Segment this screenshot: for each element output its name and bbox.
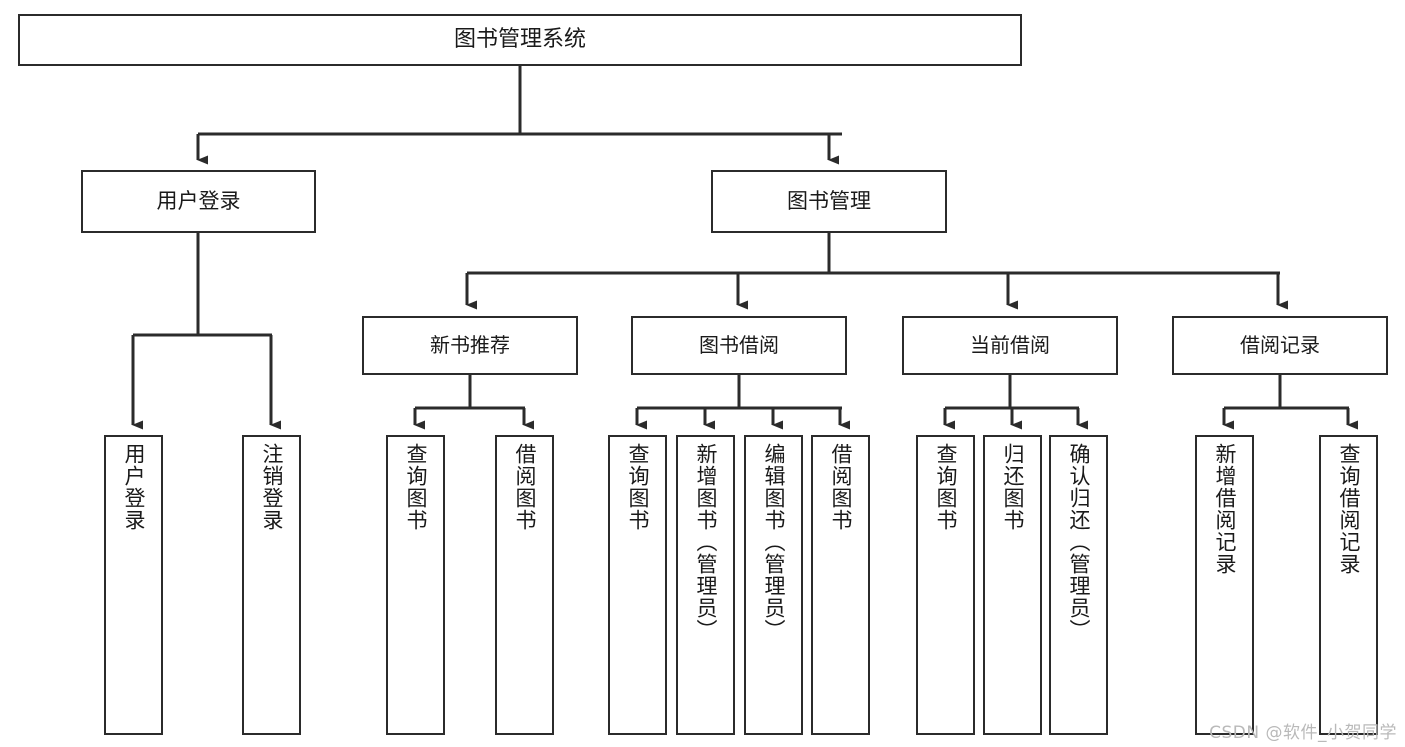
- node-leaf-logout[interactable]: 注销登录: [242, 435, 301, 735]
- node-leaf-borrow-book-label: 借阅图书: [829, 443, 853, 531]
- node-leaf-edit-book[interactable]: 编辑图书（管理员）: [744, 435, 803, 735]
- node-leaf-user-login[interactable]: 用户登录: [104, 435, 163, 735]
- node-book-manage-label: 图书管理: [787, 188, 871, 213]
- node-new-book-recommend[interactable]: 新书推荐: [362, 316, 578, 375]
- node-borrow-record[interactable]: 借阅记录: [1172, 316, 1388, 375]
- node-leaf-logout-label: 注销登录: [260, 443, 284, 531]
- node-current-borrow-label: 当前借阅: [970, 333, 1050, 358]
- node-leaf-borrow-book-recommend[interactable]: 借阅图书: [495, 435, 554, 735]
- node-leaf-add-book-label: 新增图书（管理员）: [694, 443, 718, 641]
- node-book-manage[interactable]: 图书管理: [711, 170, 947, 233]
- node-leaf-user-login-label: 用户登录: [122, 443, 146, 531]
- node-leaf-return-book-label: 归还图书: [1001, 443, 1025, 531]
- node-leaf-query-book-recommend[interactable]: 查询图书: [386, 435, 445, 735]
- node-borrow-record-label: 借阅记录: [1240, 333, 1320, 358]
- node-new-book-recommend-label: 新书推荐: [430, 333, 510, 358]
- node-leaf-query-borrow-record[interactable]: 查询借阅记录: [1319, 435, 1378, 735]
- node-leaf-borrow-book[interactable]: 借阅图书: [811, 435, 870, 735]
- node-root-system[interactable]: 图书管理系统: [18, 14, 1022, 66]
- node-user-login[interactable]: 用户登录: [81, 170, 316, 233]
- node-leaf-query-book-borrow-label: 查询图书: [626, 443, 650, 531]
- node-leaf-add-borrow-record-label: 新增借阅记录: [1213, 443, 1237, 575]
- node-leaf-add-book[interactable]: 新增图书（管理员）: [676, 435, 735, 735]
- node-book-borrow-label: 图书借阅: [699, 333, 779, 358]
- node-current-borrow[interactable]: 当前借阅: [902, 316, 1118, 375]
- node-root-system-label: 图书管理系统: [453, 26, 586, 52]
- node-book-borrow[interactable]: 图书借阅: [631, 316, 847, 375]
- node-leaf-return-book[interactable]: 归还图书: [983, 435, 1042, 735]
- node-leaf-add-borrow-record[interactable]: 新增借阅记录: [1195, 435, 1254, 735]
- node-leaf-confirm-return[interactable]: 确认归还（管理员）: [1049, 435, 1108, 735]
- node-leaf-query-book-recommend-label: 查询图书: [404, 443, 428, 531]
- node-leaf-query-book-current-label: 查询图书: [934, 443, 958, 531]
- node-leaf-edit-book-label: 编辑图书（管理员）: [762, 443, 786, 641]
- node-user-login-label: 用户登录: [156, 188, 241, 213]
- node-leaf-confirm-return-label: 确认归还（管理员）: [1067, 443, 1091, 641]
- node-leaf-query-book-borrow[interactable]: 查询图书: [608, 435, 667, 735]
- node-leaf-borrow-book-recommend-label: 借阅图书: [513, 443, 537, 531]
- node-leaf-query-borrow-record-label: 查询借阅记录: [1337, 443, 1361, 575]
- node-leaf-query-book-current[interactable]: 查询图书: [916, 435, 975, 735]
